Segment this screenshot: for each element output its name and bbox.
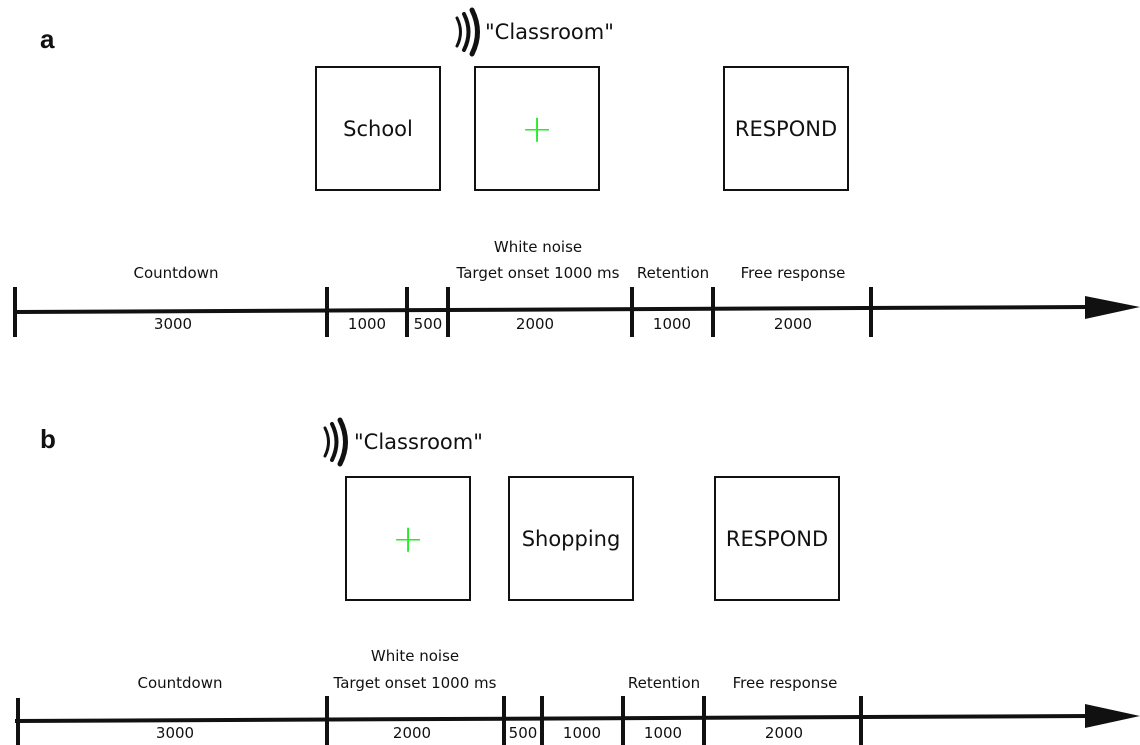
duration-label-b: 3000 [155, 724, 195, 742]
timeline-arrowhead-a [1085, 296, 1140, 319]
respond-box-a: RESPOND [723, 66, 849, 191]
phase-countdown-a: Countdown [133, 264, 219, 282]
panel-letter-b: b [40, 424, 56, 454]
phase-free-response-a: Free response [740, 264, 846, 282]
audio-word-a: "Classroom" [485, 20, 614, 44]
duration-label-a: 2000 [515, 315, 555, 333]
duration-label-b: 2000 [392, 724, 432, 742]
duration-label-a: 500 [413, 315, 443, 333]
fixation-box-b: + [345, 476, 471, 601]
phase-white-noise-b: White noise [370, 647, 460, 665]
duration-label-a: 3000 [153, 315, 193, 333]
respond-box-b: RESPOND [714, 476, 840, 601]
timeline-ticks-b [16, 696, 863, 745]
phase-target-onset-b: Target onset 1000 ms [333, 674, 497, 692]
cue-box-b: Shopping [508, 476, 634, 601]
duration-label-b: 500 [508, 724, 538, 742]
timeline-axis-a [14, 305, 1091, 314]
duration-label-b: 1000 [643, 724, 683, 742]
cue-word-b: Shopping [521, 526, 621, 551]
phase-free-response-b: Free response [732, 674, 838, 692]
phase-retention-a: Retention [636, 264, 710, 282]
fixation-cross-b: + [392, 516, 424, 561]
phase-retention-b: Retention [627, 674, 701, 692]
duration-label-a: 1000 [652, 315, 692, 333]
fixation-box-a: + [474, 66, 600, 191]
phase-target-onset-a: Target onset 1000 ms [456, 264, 620, 282]
phase-countdown-b: Countdown [137, 674, 223, 692]
duration-label-a: 2000 [773, 315, 813, 333]
respond-label-a: RESPOND [734, 116, 838, 141]
panel-letter-a: a [40, 24, 55, 54]
cue-word-a: School [343, 116, 413, 141]
phase-white-noise-a: White noise [493, 238, 583, 256]
respond-label-b: RESPOND [725, 526, 829, 551]
duration-label-b: 1000 [562, 724, 602, 742]
sound-waves-icon [323, 417, 348, 467]
duration-label-b: 2000 [764, 724, 804, 742]
cue-box-a: School [315, 66, 441, 191]
timeline-ticks-a [13, 287, 873, 337]
fixation-cross-a: + [521, 106, 553, 151]
audio-word-b: "Classroom" [354, 430, 483, 454]
timeline-axis-b [14, 714, 1091, 723]
sound-waves-icon [455, 7, 480, 57]
duration-label-a: 1000 [347, 315, 387, 333]
timeline-arrowhead-b [1085, 704, 1140, 728]
